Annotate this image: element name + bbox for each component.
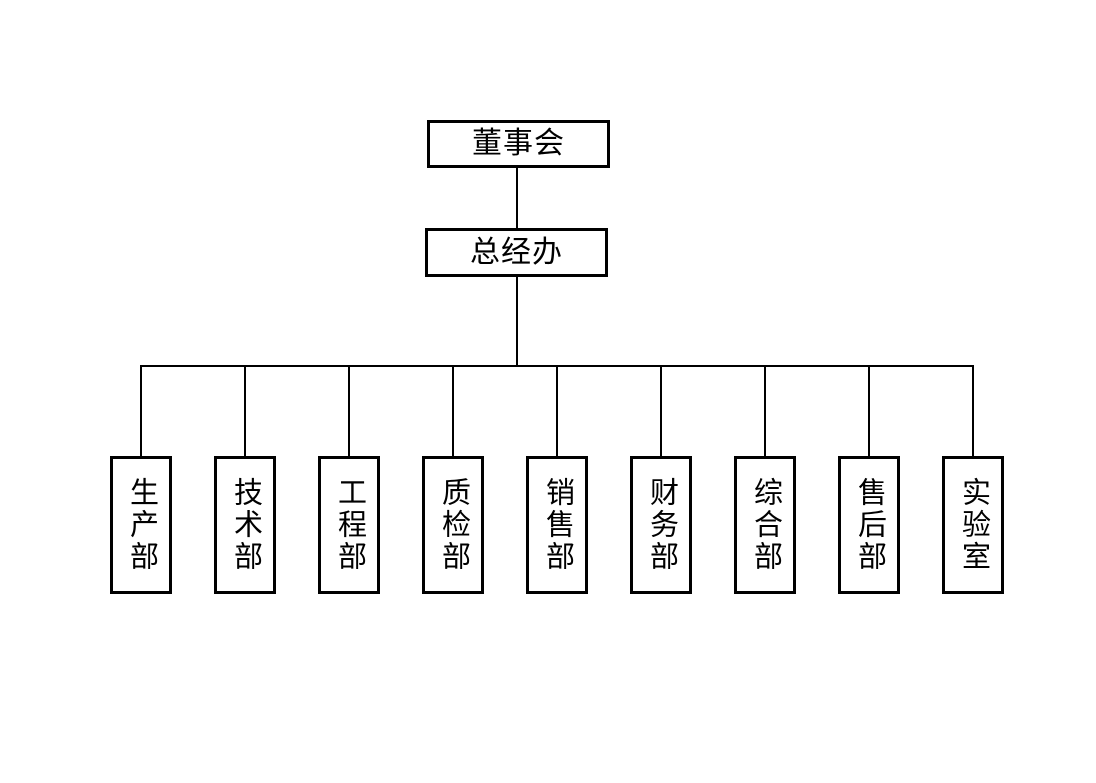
connector-bus-to-department (556, 365, 558, 456)
connector-bus-to-department (868, 365, 870, 456)
connector-bus-to-department (660, 365, 662, 456)
department-label: 实验室 (957, 477, 990, 573)
connector-bus-to-department (348, 365, 350, 456)
connector-bus-to-department (764, 365, 766, 456)
department-box: 工程部 (318, 456, 380, 594)
org-node-level2: 总经办 (425, 228, 608, 277)
org-node-level2-label: 总经办 (470, 235, 563, 269)
department-label: 质检部 (437, 477, 470, 573)
department-box: 质检部 (422, 456, 484, 594)
department-label: 工程部 (333, 477, 366, 573)
org-node-root-label: 董事会 (472, 127, 565, 160)
department-box: 技术部 (214, 456, 276, 594)
connector-bus-to-department (452, 365, 454, 456)
department-label: 技术部 (229, 477, 262, 573)
department-label: 售后部 (853, 477, 886, 573)
department-box: 实验室 (942, 456, 1004, 594)
department-label: 财务部 (645, 477, 678, 573)
connector-bus-to-department (140, 365, 142, 456)
org-node-root: 董事会 (427, 120, 610, 168)
connector-level2-to-bus (516, 276, 518, 367)
connector-bus-to-department (244, 365, 246, 456)
connector-root-to-level2 (516, 167, 518, 229)
department-box: 生产部 (110, 456, 172, 594)
department-label: 综合部 (749, 477, 782, 573)
connector-bus-to-department (972, 365, 974, 456)
department-label: 生产部 (125, 477, 158, 573)
department-box: 售后部 (838, 456, 900, 594)
department-box: 综合部 (734, 456, 796, 594)
department-label: 销售部 (541, 477, 574, 573)
department-box: 财务部 (630, 456, 692, 594)
department-box: 销售部 (526, 456, 588, 594)
